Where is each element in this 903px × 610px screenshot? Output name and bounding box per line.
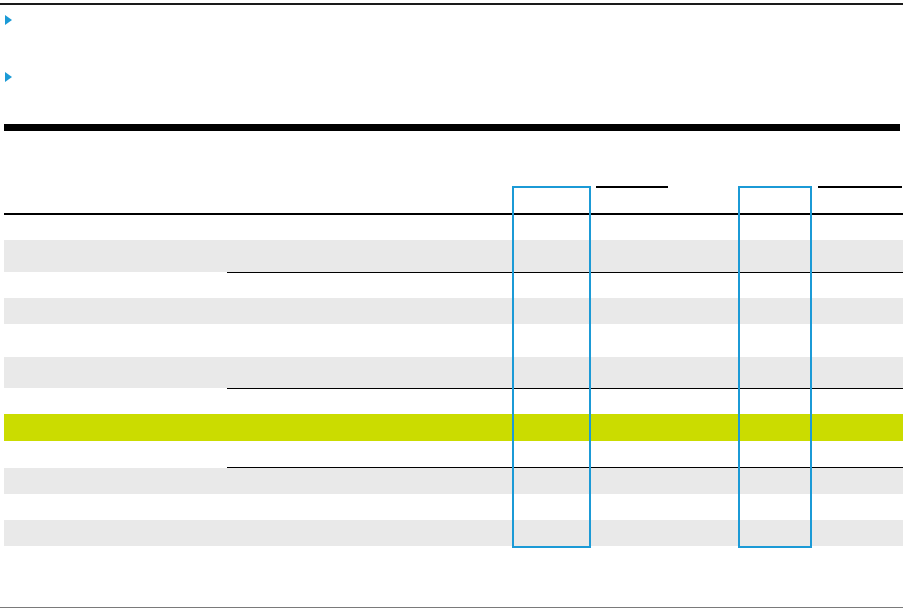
table-row xyxy=(4,298,903,324)
subtotal-rule xyxy=(227,388,903,389)
highlighted-column-box xyxy=(738,186,812,548)
subtotal-rule xyxy=(227,272,903,273)
triangle-bullet-icon xyxy=(5,15,12,25)
column-header-underline xyxy=(596,186,668,188)
column-header-underline xyxy=(818,186,902,188)
highlighted-total-row xyxy=(4,414,903,441)
table-header-rule xyxy=(4,213,903,215)
triangle-bullet-icon xyxy=(5,72,12,82)
top-divider xyxy=(0,3,903,5)
section-divider xyxy=(4,124,900,131)
highlighted-column-box xyxy=(512,186,591,548)
subtotal-rule xyxy=(227,467,903,468)
footer-divider xyxy=(0,607,903,608)
table-row xyxy=(4,520,903,546)
table-title xyxy=(20,135,620,155)
table-row xyxy=(4,357,903,388)
table-row xyxy=(4,468,903,494)
table-row xyxy=(4,240,903,272)
